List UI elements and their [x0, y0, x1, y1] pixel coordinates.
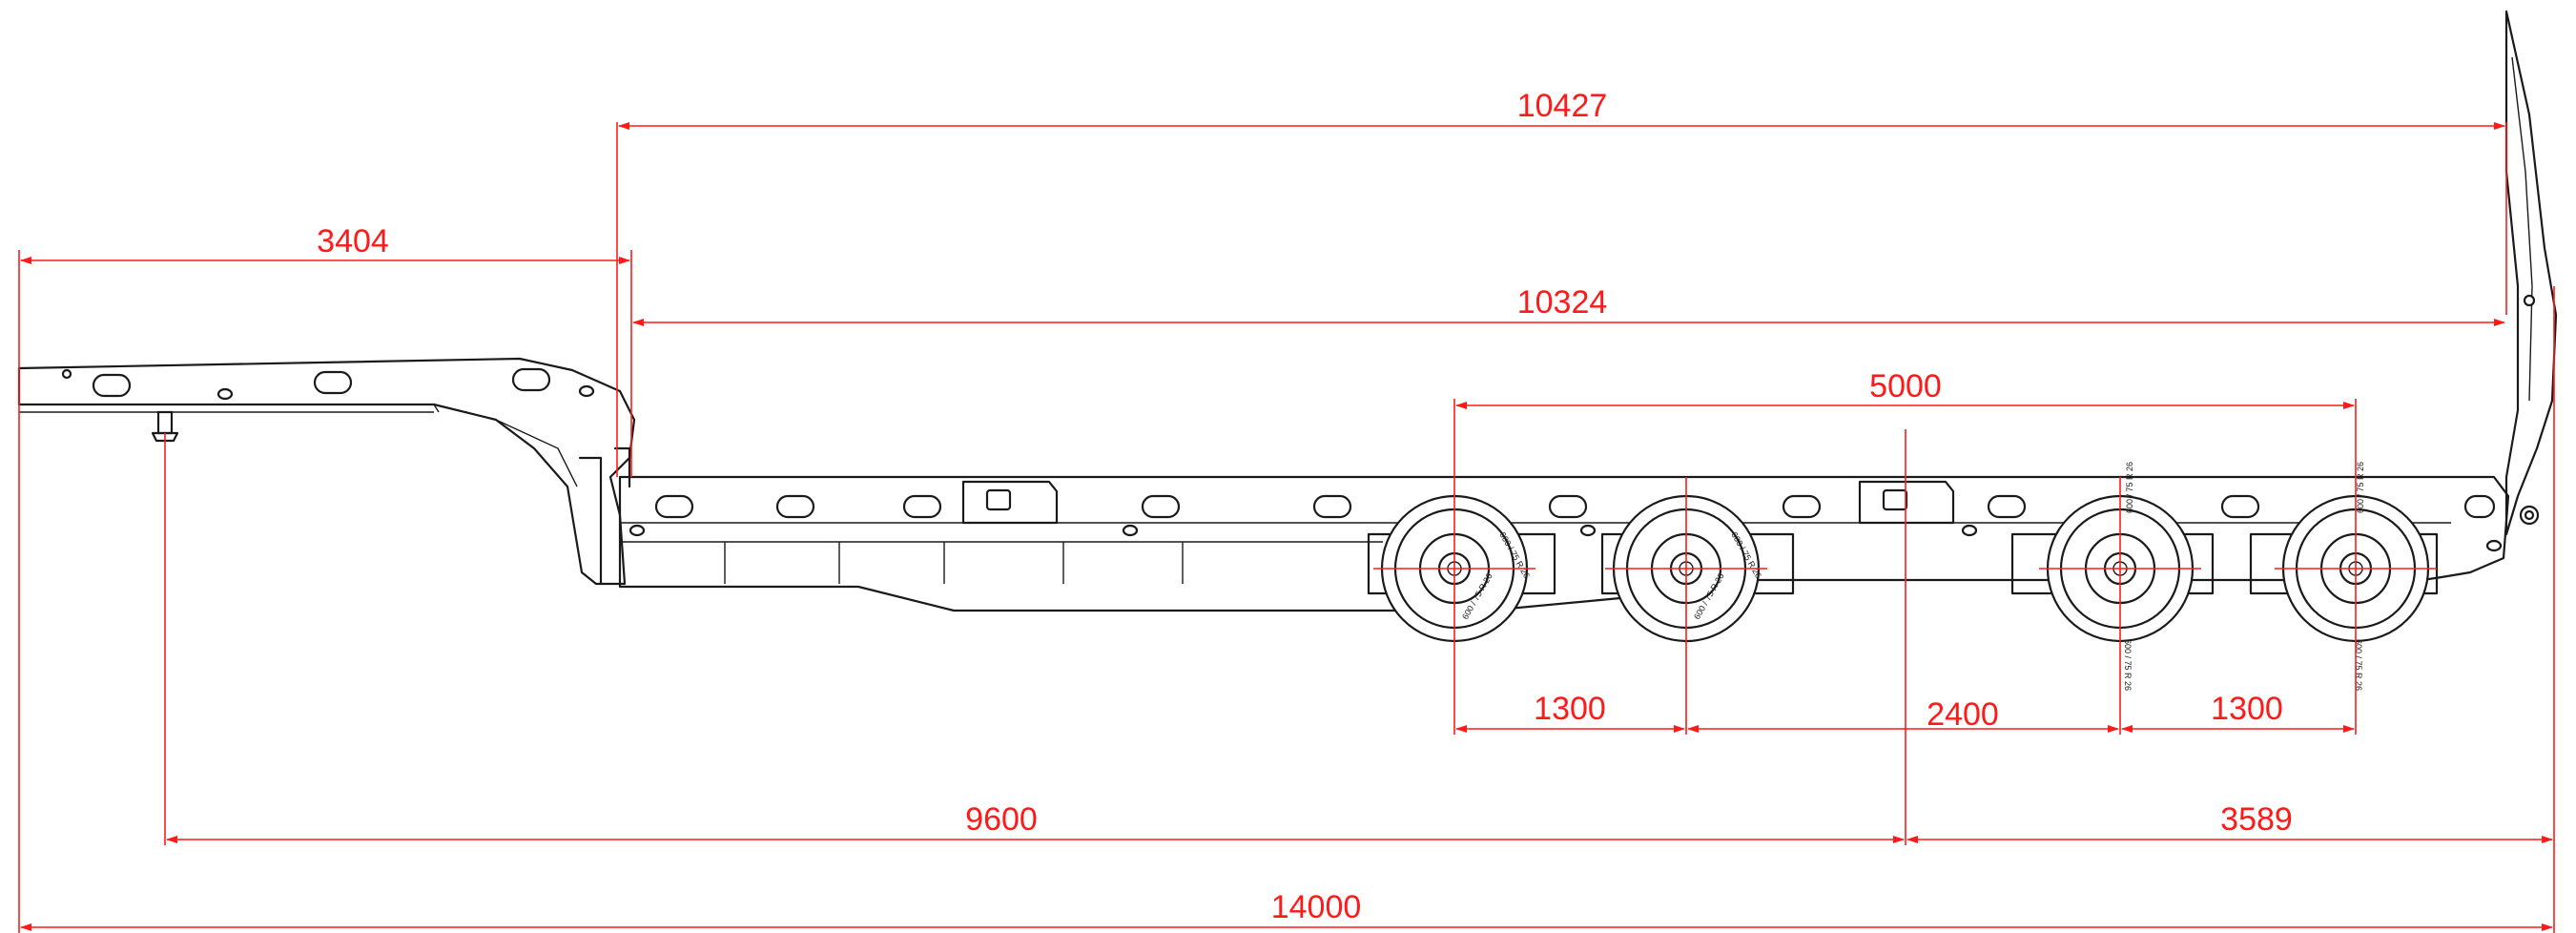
dim-label-10324: 10324 [1517, 284, 1608, 321]
tire-text-3: 600 / 75 R 26 [2125, 462, 2134, 513]
deck-slots [629, 494, 2503, 552]
suspension [1367, 532, 2439, 595]
dim-label-10427: 10427 [1517, 88, 1608, 124]
tire-text-4b: 600 / 75 R 26 [2354, 639, 2363, 691]
dim-label-1300-rear: 1300 [2211, 691, 2283, 727]
dim-label-2400: 2400 [1927, 696, 1999, 733]
dimension-labels: 10427 3404 10324 5000 1300 2400 1300 960… [317, 88, 2293, 925]
dim-label-3589: 3589 [2220, 801, 2293, 838]
dim-label-9600: 9600 [965, 801, 1038, 838]
tire-text-3b: 600 / 75 R 26 [2123, 639, 2133, 691]
dimension-lines [18, 122, 2555, 933]
dim-label-1300-front: 1300 [1534, 691, 1606, 727]
dim-label-3404: 3404 [317, 223, 389, 259]
gooseneck-deck [17, 357, 636, 586]
gooseneck-slots [61, 367, 595, 401]
dim-label-14000: 14000 [1271, 889, 1362, 925]
kingpin [156, 410, 174, 435]
tire-text-4: 600 / 75 R 26 [2356, 462, 2365, 513]
rear-ramp [2504, 10, 2558, 536]
trailer-outline: 600 / 75 R 26 600 / 75 R 26 600 / 75 R 2… [17, 10, 2558, 691]
dim-label-5000: 5000 [1869, 368, 1942, 404]
